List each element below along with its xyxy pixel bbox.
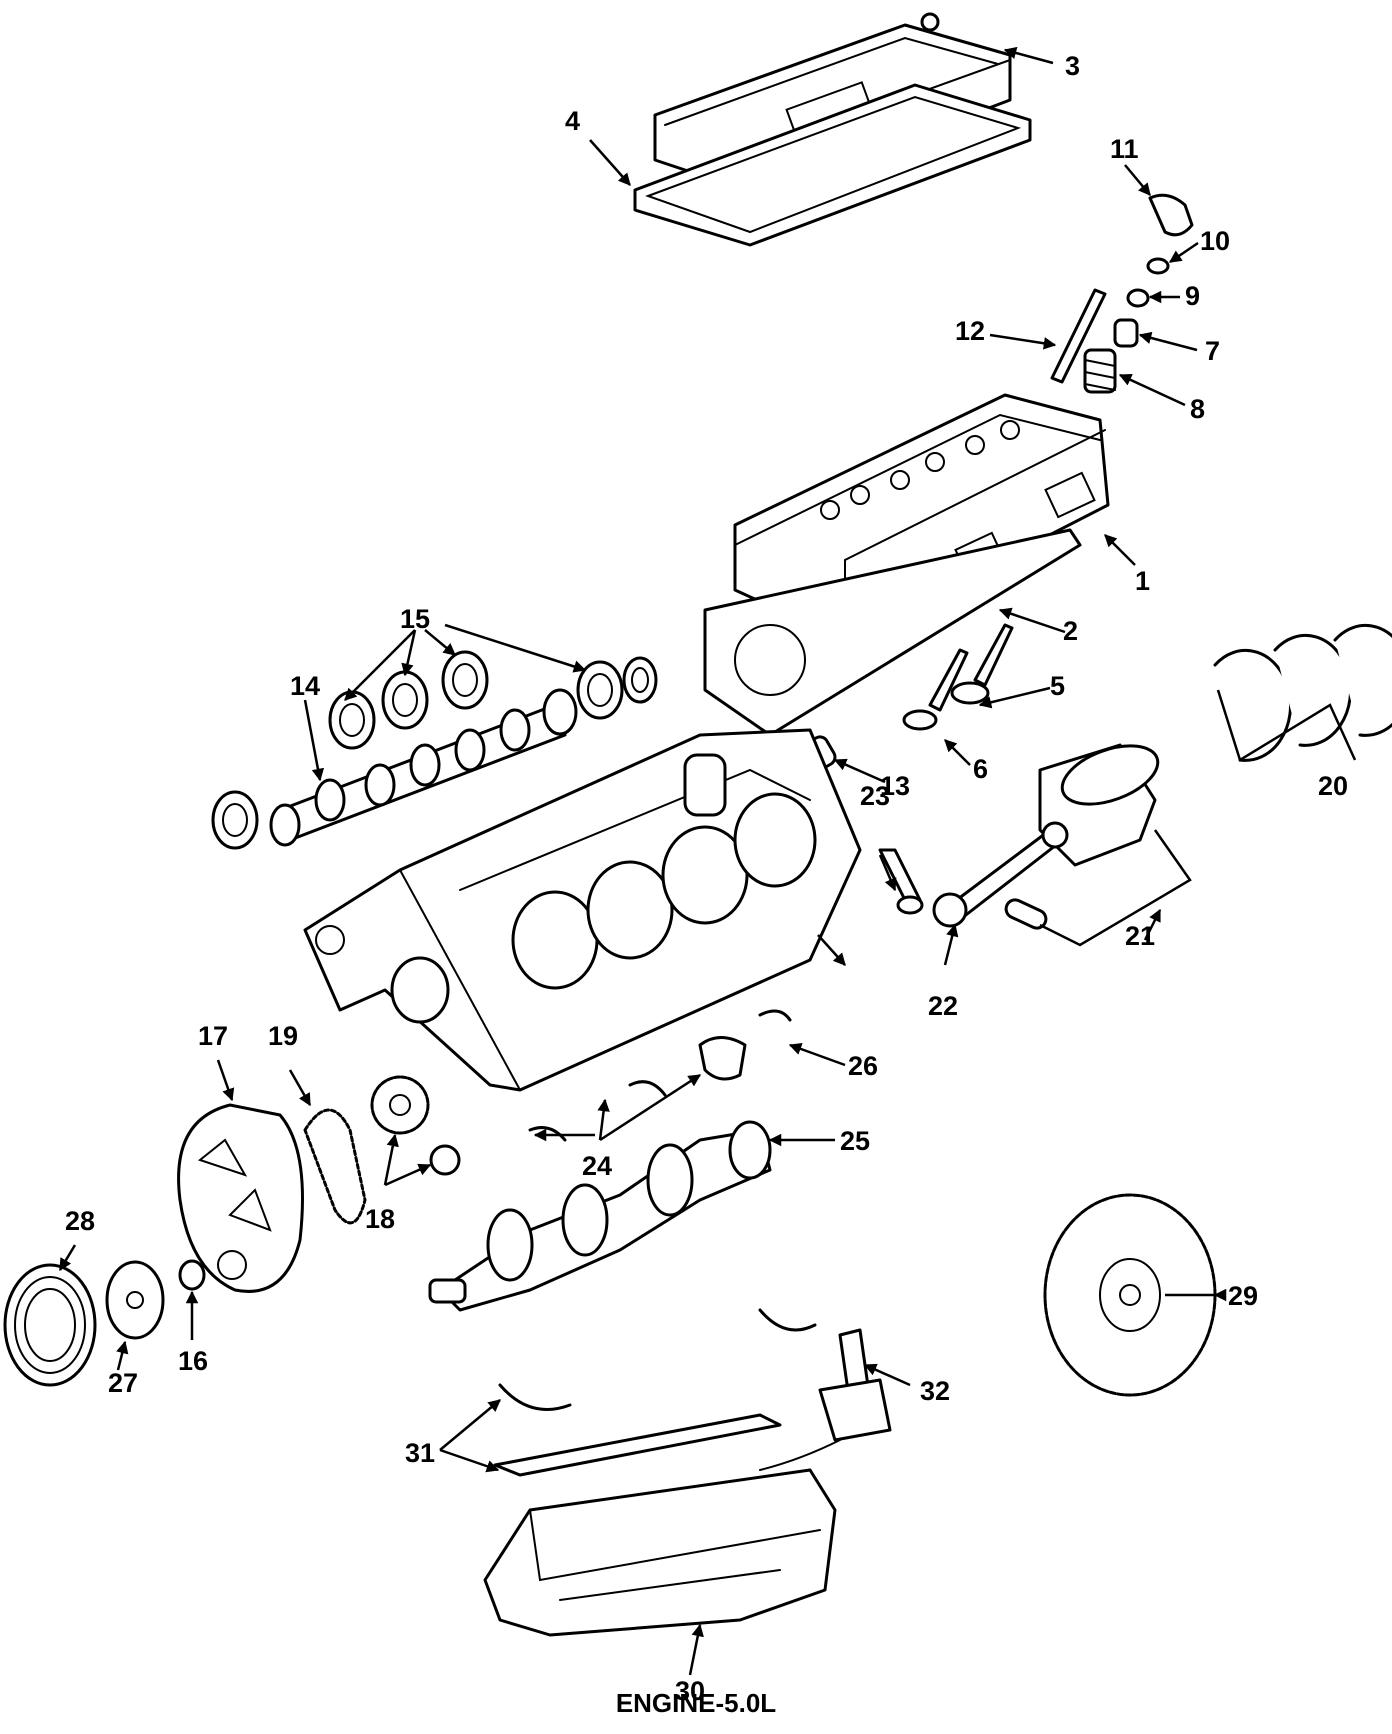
callout-28: 28 <box>65 1206 95 1236</box>
callout-29: 29 <box>1228 1281 1258 1311</box>
piston-rings <box>1213 623 1392 762</box>
valve-keeper <box>1126 288 1150 308</box>
leader-lines <box>58 46 1357 1676</box>
callout-11: 11 <box>1110 134 1139 164</box>
callout-2: 2 <box>1063 616 1078 646</box>
rod-bearing <box>878 848 924 915</box>
valve-spring-retainer <box>1113 318 1139 348</box>
callout-30: 30 <box>675 1676 705 1706</box>
callout-24: 24 <box>582 1151 612 1181</box>
oil-pan-gasket <box>493 1413 782 1477</box>
callout-4: 4 <box>565 106 580 136</box>
timing-cover <box>177 1103 304 1293</box>
callout-17: 17 <box>198 1021 228 1051</box>
callout-10: 10 <box>1200 226 1230 256</box>
callout-13: 13 <box>880 771 910 801</box>
rocker-arm <box>1148 193 1194 237</box>
callout-20: 20 <box>1318 771 1348 801</box>
push-rod <box>1050 288 1107 384</box>
callout-3: 3 <box>1065 51 1080 81</box>
oil-pan-seal <box>498 1383 572 1411</box>
callout-27: 27 <box>108 1368 138 1398</box>
head-gasket <box>703 528 1082 737</box>
callout-26: 26 <box>848 1051 878 1081</box>
callout-21: 21 <box>1125 921 1155 951</box>
callout-5: 5 <box>1050 671 1065 701</box>
piston <box>1038 743 1160 867</box>
cam-bearing <box>211 650 658 850</box>
callout-22: 22 <box>928 991 958 1021</box>
callout-9: 9 <box>1185 281 1200 311</box>
oil-pan <box>483 1468 837 1637</box>
callout-7: 7 <box>1205 336 1220 366</box>
harmonic-balancer <box>3 1263 97 1387</box>
valve-spring <box>1083 348 1117 394</box>
oil-pump <box>759 1328 892 1471</box>
callout-31: 31 <box>405 1438 435 1468</box>
cam-sprocket <box>370 1075 430 1135</box>
diagram-caption: ENGINE-5.0L <box>615 1688 777 1718</box>
callout-23: 23 <box>860 781 890 811</box>
valve-exhaust <box>902 648 969 731</box>
connecting-rod <box>932 821 1069 928</box>
crank-pulley <box>105 1260 165 1340</box>
crankshaft <box>428 1120 772 1312</box>
callout-12: 12 <box>955 316 985 346</box>
callout-6: 6 <box>973 754 988 784</box>
rocker-nut <box>1146 257 1170 275</box>
callout-19: 19 <box>268 1021 298 1051</box>
callout-15: 15 <box>400 604 430 634</box>
callout-25: 25 <box>840 1126 870 1156</box>
crank-sprocket <box>429 1144 461 1176</box>
engine-block <box>303 728 862 1092</box>
timing-chain <box>303 1108 367 1225</box>
rear-main-bearing-cap <box>758 1308 817 1332</box>
callout-8: 8 <box>1190 394 1205 424</box>
valve-cover-gasket <box>633 83 1032 247</box>
callout-labels: 1 2 3 4 5 6 7 8 9 10 11 12 13 14 15 16 1… <box>65 51 1348 1706</box>
crank-bolt <box>178 1259 206 1291</box>
callout-32: 32 <box>920 1376 950 1406</box>
piston-pin <box>1004 898 1048 930</box>
callout-18: 18 <box>365 1204 395 1234</box>
callout-1: 1 <box>1135 566 1150 596</box>
callout-14: 14 <box>290 671 320 701</box>
callout-16: 16 <box>178 1346 208 1376</box>
camshaft <box>269 688 578 847</box>
